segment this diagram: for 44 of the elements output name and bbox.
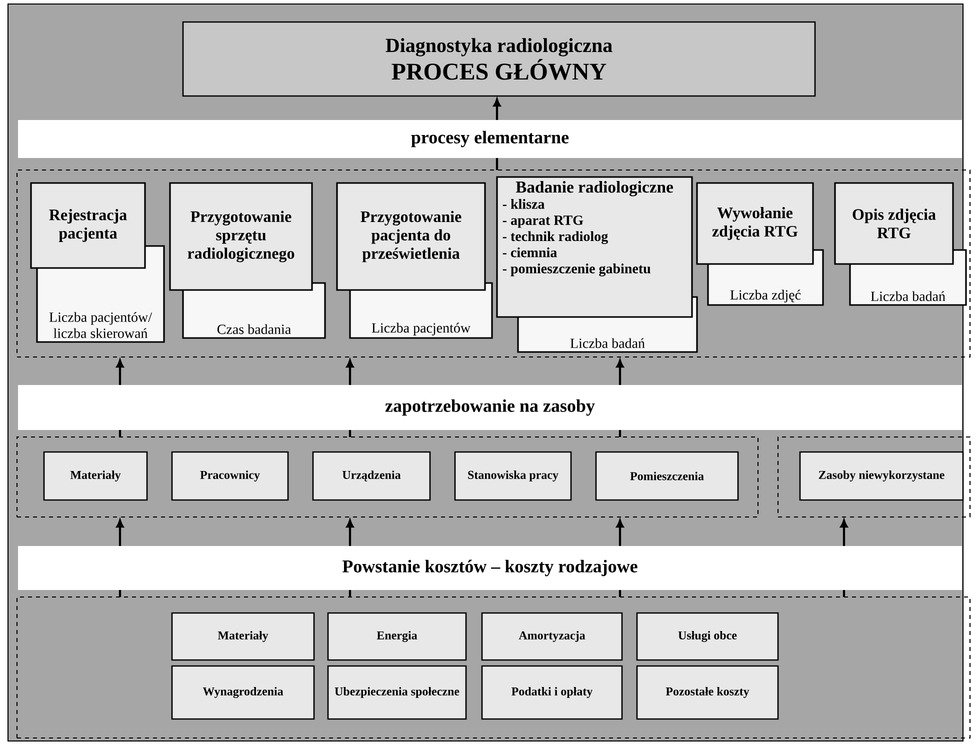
resource-box: Urządzenia bbox=[312, 451, 431, 501]
resource-box: Pozostałe koszty bbox=[636, 665, 779, 720]
connector-line bbox=[118, 590, 122, 597]
resource-box: Pracownicy bbox=[171, 451, 289, 501]
arrow bbox=[116, 360, 124, 385]
process-box: Opis zdjęcia RTG bbox=[834, 182, 954, 265]
connector-line bbox=[618, 590, 622, 597]
process-box: Badanie radiologiczne - klisza - aparat RTG - technik radiolog - ciemnia - pomieszczenie gabinetu bbox=[496, 176, 693, 318]
resource-box: Energia bbox=[327, 612, 467, 661]
arrow bbox=[116, 520, 124, 546]
dashed-group-frame bbox=[16, 436, 759, 518]
arrow bbox=[616, 520, 624, 546]
resource-box: Stanowiska pracy bbox=[454, 451, 572, 501]
process-box: Przygotowanie sprzętu radiologicznego bbox=[169, 182, 313, 291]
connector-line bbox=[348, 590, 352, 597]
process-box: Przygotowanie pacjenta do prześwietlenia bbox=[336, 182, 486, 291]
process-box: Wywołanie zdjęcia RTG bbox=[696, 182, 814, 265]
dashed-group-frame bbox=[777, 436, 971, 518]
dashed-group-frame bbox=[16, 169, 971, 358]
connector-line bbox=[118, 430, 122, 437]
main-process-box: Diagnostyka radiologiczna PROCES GŁÓWNY bbox=[182, 21, 816, 97]
arrow bbox=[346, 520, 354, 546]
resource-box: Zasoby niewykorzystane bbox=[799, 451, 964, 501]
dashed-group-frame bbox=[16, 596, 971, 739]
resource-box: Pomieszczenia bbox=[595, 451, 739, 501]
connector-line bbox=[618, 430, 622, 437]
resource-box: Usługi obce bbox=[636, 612, 779, 661]
arrow bbox=[616, 360, 624, 385]
resource-box: Ubezpieczenia społeczne bbox=[327, 665, 467, 720]
process-box: Rejestracja pacjenta bbox=[30, 182, 146, 269]
connector-line bbox=[842, 590, 846, 597]
arrow bbox=[840, 520, 848, 546]
arrow bbox=[493, 98, 501, 120]
section-band: procesy elementarne bbox=[18, 120, 962, 158]
connector-line bbox=[348, 430, 352, 437]
resource-box: Wynagrodzenia bbox=[171, 665, 315, 720]
resource-box: Podatki i opłaty bbox=[481, 665, 623, 720]
resource-box: Materiały bbox=[43, 451, 148, 501]
connector-line bbox=[496, 158, 498, 170]
resource-box: Materiały bbox=[171, 612, 315, 661]
arrow bbox=[346, 360, 354, 385]
section-band: Powstanie kosztów – koszty rodzajowe bbox=[18, 546, 962, 590]
resource-box: Amortyzacja bbox=[481, 612, 623, 661]
section-band: zapotrzebowanie na zasoby bbox=[18, 385, 962, 430]
